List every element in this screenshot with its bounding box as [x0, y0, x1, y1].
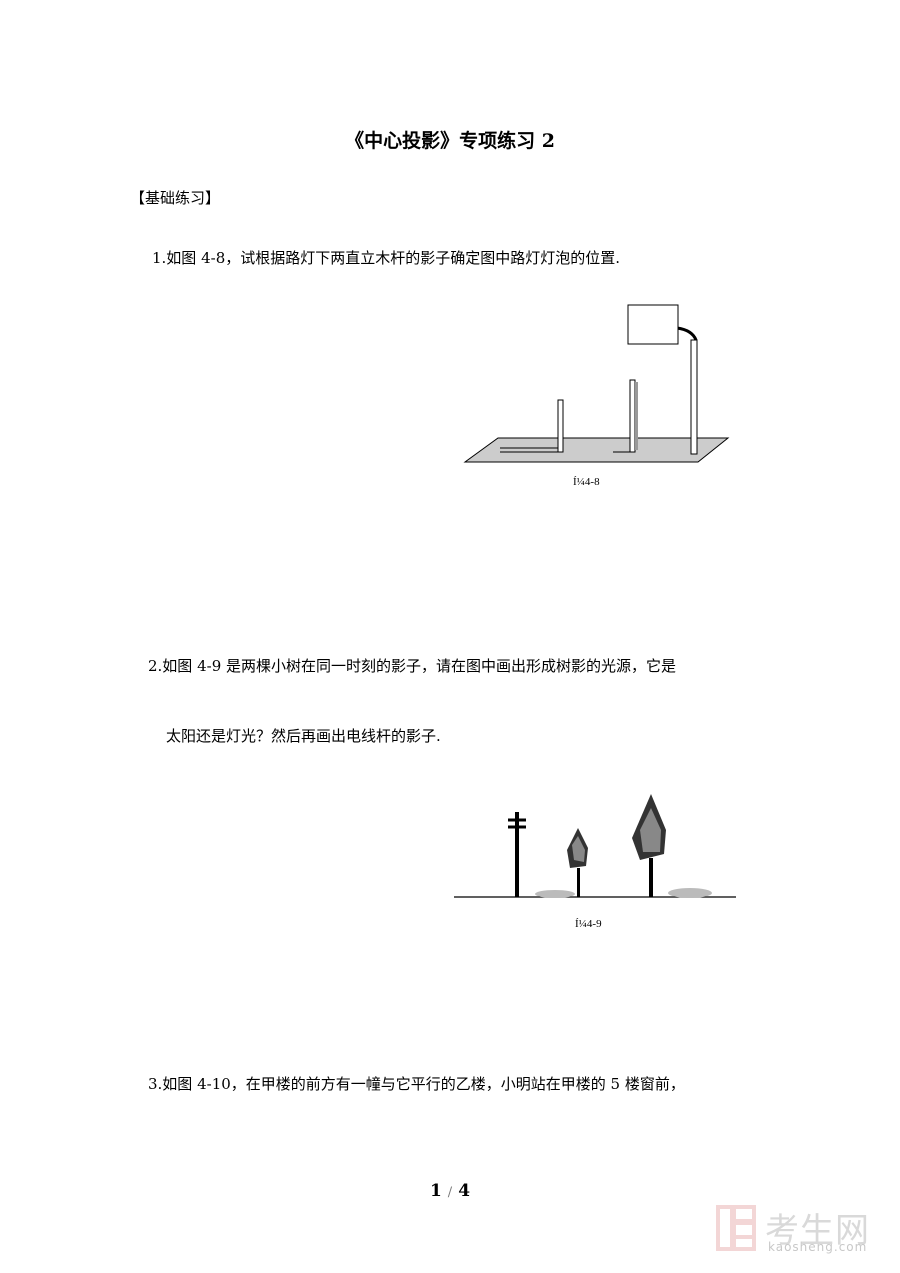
- pole-1: [557, 399, 564, 453]
- figure-4-9-caption: Í¼4-9: [575, 918, 602, 930]
- watermark-url: kaosheng.com: [768, 1240, 868, 1254]
- utility-pole: [515, 812, 519, 897]
- small-tree-shadow: [535, 890, 575, 898]
- page-number: 1 / 4: [0, 1181, 900, 1201]
- street-lamp-box: [627, 304, 679, 345]
- big-tree-trunk: [649, 858, 653, 897]
- page-total: 4: [458, 1181, 471, 1201]
- question-2-text: 2.如图 4-9 是两棵小树在同一时刻的影子，请在图中画出形成树影的光源，它是: [148, 657, 677, 675]
- figure-4-8-caption: Í¼4-8: [573, 476, 600, 488]
- question-3-text: 3.如图 4-10，在甲楼的前方有一幢与它平行的乙楼，小明站在甲楼的 5 楼窗前…: [148, 1075, 685, 1093]
- kaosheng-logo-icon: [716, 1205, 756, 1251]
- figure-4-8: [463, 304, 730, 463]
- page-separator: /: [447, 1185, 453, 1200]
- big-tree-shadow: [668, 888, 712, 898]
- section-heading: 【基础练习】: [130, 189, 221, 207]
- street-lamp-post: [690, 339, 698, 455]
- question-1-text: 1.如图 4-8，试根据路灯下两直立木杆的影子确定图中路灯灯泡的位置.: [152, 249, 621, 267]
- watermark-brand: 考生网: [765, 1211, 870, 1251]
- question-2-text-line2: 太阳还是灯光？然后再画出电线杆的影子.: [166, 727, 441, 745]
- figure-4-9: [454, 794, 736, 898]
- page-title: 《中心投影》专项练习 2: [345, 130, 555, 152]
- small-tree-trunk: [577, 868, 580, 897]
- page-current: 1: [429, 1181, 442, 1201]
- street-lamp-arm: [676, 326, 698, 341]
- ground-plane: [463, 437, 730, 463]
- pole-2: [629, 379, 636, 453]
